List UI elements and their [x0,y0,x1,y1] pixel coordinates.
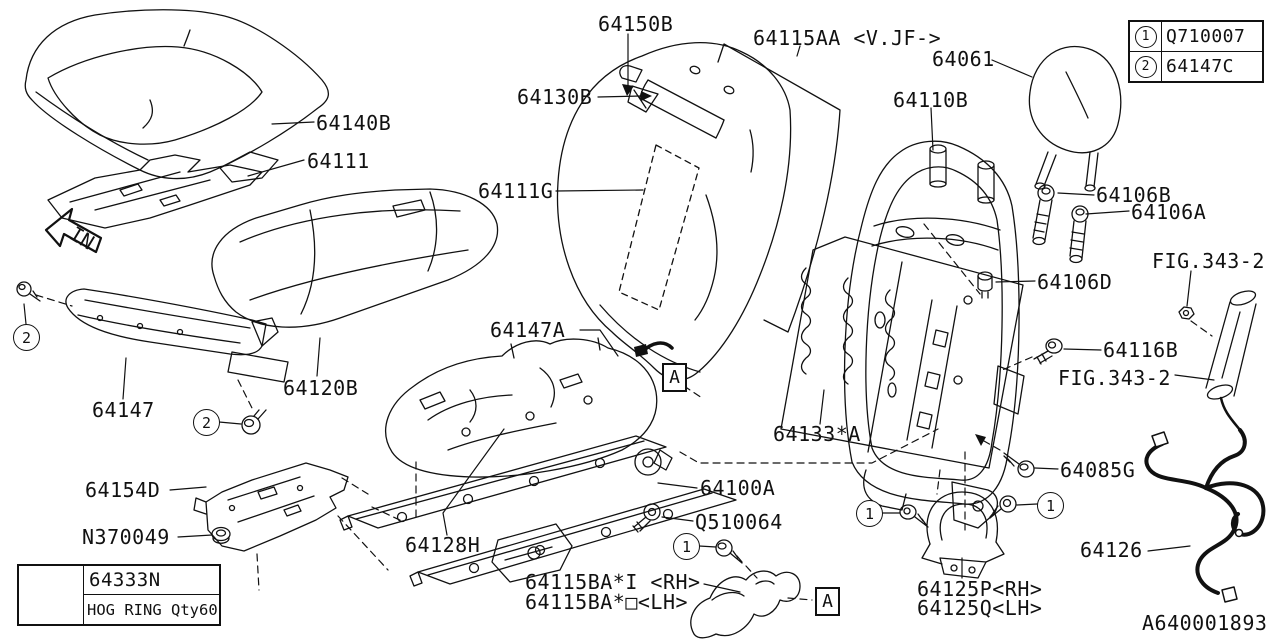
clip-64150B-drawing [619,65,643,83]
legend-part-number-2: 64147C [1166,56,1235,77]
hinge-bracket-drawing [899,491,1017,579]
screw-64116B-drawing [1033,338,1063,365]
callout-64140B: 64140B [316,111,392,135]
screw-q710007-center-drawing [715,539,743,564]
hog-ring-part-number: 64333N [84,566,219,595]
callout-fig343-2-bottom: FIG.343-2 [1058,366,1171,390]
section-marker-a-center: A [662,363,687,392]
callout-64106D: 64106D [1037,270,1113,294]
headrest-drawing [1028,45,1122,192]
assembly-dashed-lines [35,223,1213,601]
side-airbag-module-drawing [1178,290,1257,432]
diagram-code: A640001893 [1142,611,1268,635]
section-marker-a-right: A [815,587,840,616]
callout-64120B: 64120B [283,376,359,400]
seat-cushion-cover-drawing [24,9,329,180]
hog-ring-description: HOG RING Qty60 [87,600,218,619]
callout-64126: 64126 [1080,538,1143,562]
ref-marker-2-right: 2 [193,409,220,436]
seat-back-cover-drawing [556,41,841,381]
callout-64133A: 64133*A [773,422,861,446]
bolt-64085G-drawing [975,434,1035,478]
recliner-gear-drawing [634,448,662,476]
leader-lines [23,33,1215,593]
legend-row: 2 64147C [1130,51,1262,81]
floor-panel-drawing [193,462,349,552]
callout-64130B: 64130B [517,85,593,109]
wiring-harness-drawing [1144,428,1266,603]
seat-back-frame-drawing [843,140,1025,529]
hog-ring-pictogram-cell [19,566,84,624]
legend-part-number-1: Q710007 [1166,26,1246,47]
seat-side-frame-drawing [65,288,289,383]
callout-64125P: 64125P<RH> [917,577,1043,601]
legend-marker-1: 1 [1134,25,1157,48]
callout-64106A: 64106A [1131,200,1207,224]
ref-marker-1-center: 1 [673,533,700,560]
screw-Q510064-drawing [632,503,661,533]
bolts-64147C-drawing [16,281,267,435]
ref-marker-1-left: 1 [856,500,883,527]
front-bracket-64128H-drawing [491,523,573,583]
callout-64147A: 64147A [490,318,566,342]
hog-ring-info-box: 64333N HOG RING Qty60 [17,564,221,626]
callout-64116B: 64116B [1103,338,1179,362]
airbag-nut-drawing [1178,306,1195,320]
cover-pad-zone-64111G-drawing [618,144,700,311]
callout-64154D: 64154D [85,478,161,502]
callout-64150B: 64150B [598,12,674,36]
ref-marker-2-left: 2 [13,324,40,351]
callout-64110B: 64110B [893,88,969,112]
callout-64111G: 64111G [478,179,554,203]
callout-64128H: 64128H [405,533,481,557]
callout-64147: 64147 [92,398,155,422]
callout-64125Q: 64125Q<LH> [917,596,1043,620]
callout-64061: 64061 [932,47,995,71]
legend-row: 1 Q710007 [1130,22,1262,51]
cover-sheet-64115AA-drawing [717,43,841,333]
seat-heater-mat-drawing [47,151,279,229]
callout-64100A: 64100A [700,476,776,500]
callout-N370049: N370049 [82,525,170,549]
legend-marker-2: 2 [1134,55,1157,78]
seat-cushion-pad-drawing [211,188,499,328]
callout-64115AA: 64115AA <V.JF-> [753,26,942,50]
callout-64115BA-lh: 64115BA*□<LH> [525,590,689,614]
fastener-legend-table: 1 Q710007 2 64147C [1128,20,1264,83]
callout-fig343-2-top: FIG.343-2 [1152,249,1265,273]
callout-64111: 64111 [307,149,370,173]
callout-Q510064: Q510064 [695,510,783,534]
callout-64115BA-rh: 64115BA*I <RH> [525,570,701,594]
callout-64085G: 64085G [1060,458,1136,482]
ref-marker-1-right: 1 [1037,492,1064,519]
trim-piece-64115BA-drawing [690,570,801,639]
headrest-guide-bolts-drawing [1032,184,1089,264]
callout-64106B: 64106B [1096,183,1172,207]
in-direction-arrow [44,207,103,254]
nut-n370049-drawing [211,526,231,542]
